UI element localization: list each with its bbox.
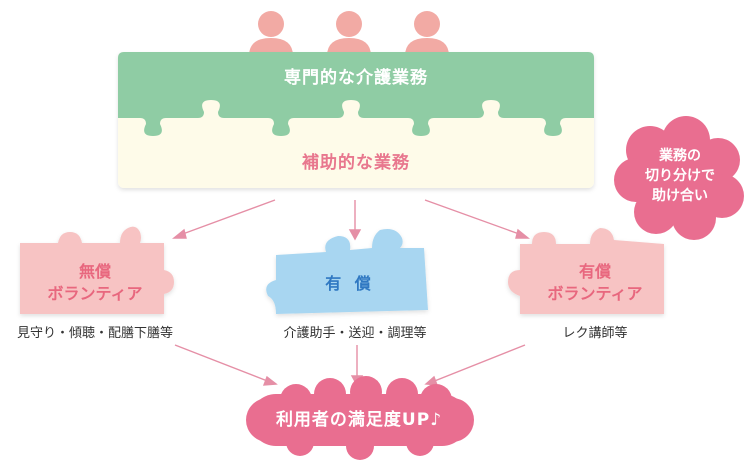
piece-label-line: 無償 [78, 262, 111, 281]
arrows-to-pieces [172, 199, 530, 241]
piece-caption-paid: 介護助手・送迎・調理等 [283, 326, 427, 341]
piece-label-line: 有償 [578, 262, 611, 281]
person-icon [405, 11, 449, 56]
piece-label-unpaid-volunteer: 無償 ボランティア [20, 261, 170, 305]
piece-caption-paid-volunteer: レク講師等 [562, 326, 628, 341]
piece-label-paid: 有 償 [275, 273, 425, 295]
piece-label-paid-volunteer: 有償 ボランティア [520, 261, 670, 305]
puzzle-piece-paid-volunteer [508, 228, 664, 314]
arrows-to-result [174, 344, 526, 387]
task-block [118, 52, 594, 188]
cloud-label-line: 業務の [659, 148, 701, 164]
cloud-label: 業務の 切り分けで 助け合い [628, 146, 732, 206]
puzzle-piece-paid [266, 229, 428, 314]
piece-label-line: 有 償 [325, 274, 375, 293]
person-icon [249, 11, 293, 56]
professional-care-block [118, 52, 594, 136]
cloud-bubble [614, 116, 744, 240]
piece-label-line: ボランティア [547, 284, 643, 303]
piece-label-line: ボランティア [47, 284, 143, 303]
result-label: 利用者の満足度UP♪ [275, 410, 443, 430]
cloud-label-line: 助け合い [652, 188, 708, 204]
staff-people-icon [249, 11, 449, 56]
piece-caption-unpaid-volunteer: 見守り・傾聴・配膳下膳等 [16, 326, 173, 341]
professional-care-label: 専門的な介護業務 [284, 68, 428, 88]
auxiliary-tasks-label: 補助的な業務 [302, 153, 410, 173]
puzzle-piece-unpaid-volunteer [20, 226, 174, 314]
cloud-label-line: 切り分けで [645, 168, 715, 184]
result-cloud [246, 376, 474, 460]
person-icon [327, 11, 371, 56]
